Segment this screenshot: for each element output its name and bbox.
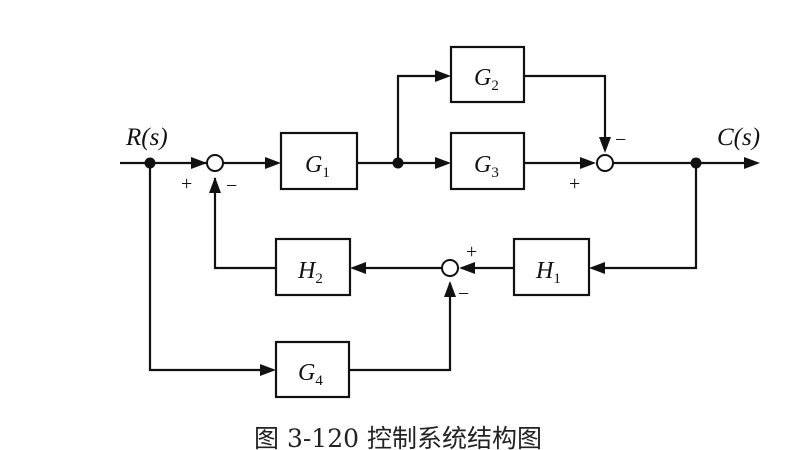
arrow-into-sum3-right <box>459 262 475 274</box>
block-h2-label: H2 <box>297 258 323 287</box>
arrow-into-g1 <box>265 157 281 169</box>
block-h2: H2 <box>274 237 352 297</box>
block-g3-label: G3 <box>474 152 499 181</box>
block-g1: G1 <box>279 131 359 191</box>
arrow-into-h1 <box>589 262 605 274</box>
arrow-into-g2 <box>435 70 451 82</box>
wire-input-g4 <box>148 163 270 372</box>
summing-junction-2 <box>596 154 614 172</box>
arrow-into-g4 <box>260 364 276 376</box>
sign-sum2-g2: − <box>615 129 626 151</box>
arrow-into-sum1 <box>191 157 207 169</box>
block-g4: G4 <box>274 340 351 399</box>
block-g1-label: G1 <box>305 152 330 181</box>
sign-sum3-h1: + <box>466 241 477 263</box>
figure-caption: 图 3-120 控制系统结构图 <box>254 424 542 450</box>
branch-node-input <box>144 157 156 169</box>
block-g2: G2 <box>449 45 526 104</box>
sign-sum1-feedback: − <box>226 175 237 197</box>
block-h1-label: H1 <box>535 258 561 287</box>
branch-node-g1 <box>392 157 404 169</box>
input-signal-label: R(s) <box>125 124 168 151</box>
arrow-into-sum3-bottom <box>444 281 456 297</box>
arrow-output <box>744 157 760 169</box>
sign-sum2-g3: + <box>569 173 580 195</box>
arrow-into-g3 <box>435 157 451 169</box>
wire-h2-sum1 <box>213 178 276 270</box>
wire-g4-sum3 <box>349 283 452 372</box>
branch-node-output <box>690 157 702 169</box>
block-h1: H1 <box>512 237 591 297</box>
output-signal-label: C(s) <box>717 124 760 151</box>
sign-sum3-g4: − <box>458 283 469 305</box>
summing-junction-1 <box>206 154 224 172</box>
wire-branch-g2 <box>396 74 446 163</box>
arrow-into-sum2-top <box>599 137 611 153</box>
arrow-into-sum2-left <box>580 157 596 169</box>
wire-output-h1 <box>593 163 698 270</box>
wire-g2-sum2 <box>524 74 607 148</box>
summing-junction-3 <box>441 259 459 277</box>
block-g4-label: G4 <box>298 360 323 389</box>
arrow-into-h2 <box>350 262 366 274</box>
arrow-into-sum1-bottom <box>209 177 221 193</box>
block-g2-label: G2 <box>474 65 499 94</box>
sign-sum1-input: + <box>181 173 192 195</box>
block-g3: G3 <box>449 131 526 191</box>
